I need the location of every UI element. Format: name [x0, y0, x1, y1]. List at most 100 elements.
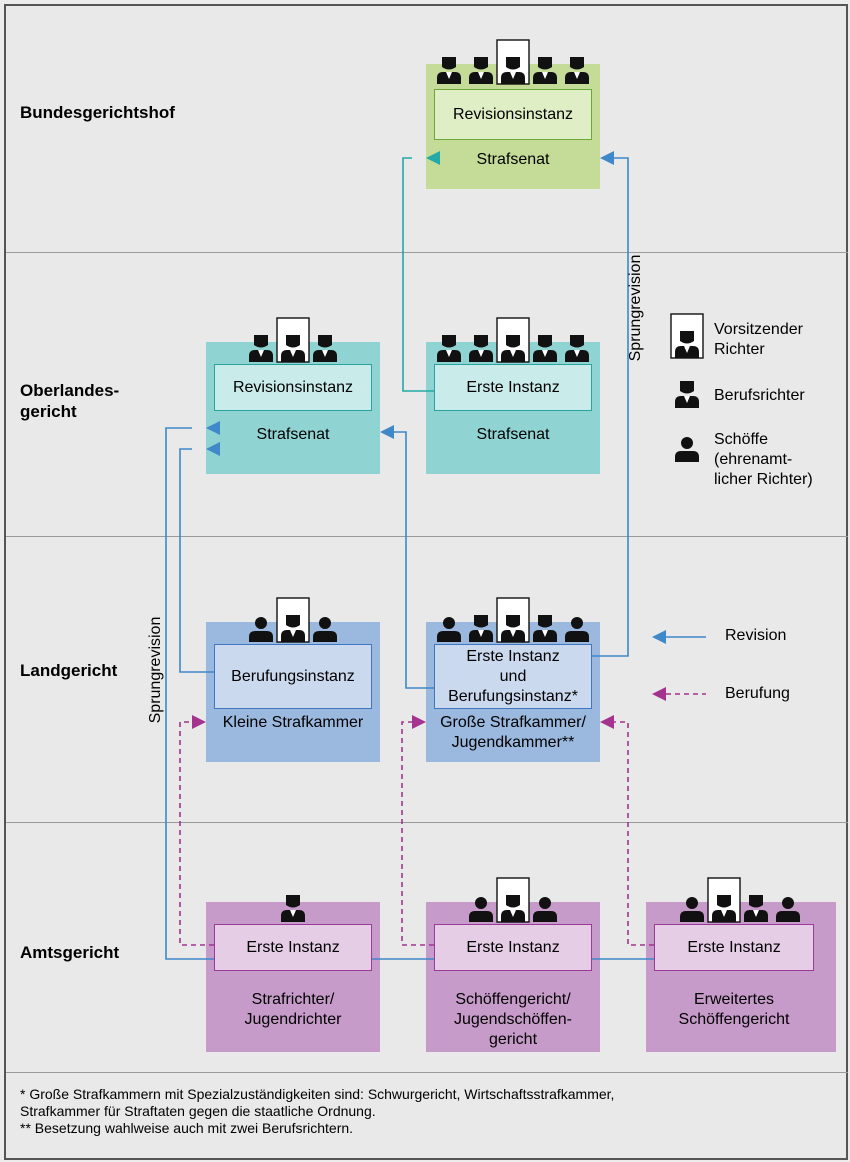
- lg-kleine-judge-icon-3: [313, 617, 337, 642]
- berufung-ag-erweitert-to-lg-grosse: [614, 721, 654, 946]
- legend-revision-arrowhead: [652, 630, 666, 644]
- bgh-judge-icon-3: [496, 39, 530, 85]
- legend-revision: Revision: [725, 627, 787, 644]
- legend-schoeffe-3: licher Richter): [714, 471, 813, 488]
- olg-revision-judge-icon-2: [276, 317, 310, 363]
- lg-grosse-strafkammer-box: Erste Instanz und Berufungsinstanz* Groß…: [426, 622, 600, 762]
- ag-strafrichter-erste-instanz: Erste Instanz: [214, 924, 372, 971]
- legend-berufsrichter: Berufsrichter: [714, 387, 805, 404]
- bgh-strafsenat-box: Revisionsinstanz Strafsenat: [426, 64, 600, 189]
- olg-erste-judge-icon-1: [437, 335, 461, 362]
- divider-bgh-olg: [6, 252, 848, 253]
- bgh-judge-icon-2: [469, 57, 493, 84]
- ag-erweitertes-schoeffengericht-box: Erste Instanz Erweitertes Schöffengerich…: [646, 902, 836, 1052]
- legend-berufsrichter-icon: [675, 381, 699, 408]
- lg-grosse-judge-icon-2: [469, 615, 493, 642]
- lg-grosse-inner-line-2: und: [499, 667, 527, 685]
- footnote-1-line-1: * Große Strafkammern mit Spezialzuständi…: [20, 1086, 615, 1102]
- olg-erste-judge-icon-4: [533, 335, 557, 362]
- ag-schoeffen-judge-icon-2: [496, 877, 530, 923]
- lg-grosse-judge-icon-3: [496, 597, 530, 643]
- bgh-judge-icon-4: [533, 57, 557, 84]
- arrowhead-berufung-straf: [192, 715, 206, 729]
- ag-erweitert-judge-icon-3: [744, 895, 768, 922]
- ag-straf-judge-icon-1: [281, 895, 305, 922]
- legend-schoeffe-1: Schöffe: [714, 431, 768, 448]
- connector-sprungrevision-right: [592, 157, 629, 657]
- legend-schoeffe-2: (ehrenamt-: [714, 451, 793, 468]
- ag-schoeffengericht-box: Erste Instanz Schöffengericht/ Jugendsch…: [426, 902, 600, 1052]
- sprungrevision-label-right: Sprungrevision: [627, 254, 644, 362]
- arrowhead-berufung-erweitert: [600, 715, 614, 729]
- bgh-strafsenat-label: Strafsenat: [476, 151, 550, 168]
- lg-grosse-inner-line-3: Berufungsinstanz*: [448, 687, 578, 705]
- lg-kleine-judge-icon-1: [249, 617, 273, 642]
- lg-kleine-strafkammer-box: Berufungsinstanz Kleine Strafkammer: [206, 622, 380, 762]
- arrowhead-lg-kleine-to-olg: [206, 442, 220, 456]
- olg-erste-judge-icon-5: [565, 335, 589, 362]
- ag-strafrichter-label-1: Strafrichter/: [251, 991, 335, 1008]
- ag-strafrichter-box: Erste Instanz Strafrichter/ Jugendrichte…: [206, 902, 380, 1052]
- ag-erweitert-judge-icon-1: [680, 897, 704, 922]
- ag-erweitert-label-2: Schöffengericht: [678, 1011, 790, 1028]
- level-landgericht: Landgericht: [20, 661, 118, 680]
- olg-erste-instanz: Erste Instanz: [434, 364, 592, 411]
- ag-erweitert-judge-icon-4: [776, 897, 800, 922]
- lg-grosse-judge-icon-5: [565, 617, 589, 642]
- olg-revisionsinstanz: Revisionsinstanz: [214, 364, 372, 411]
- legend-vorsitzender-2: Richter: [714, 341, 765, 358]
- lg-grosse-inner-line-1: Erste Instanz: [466, 647, 560, 665]
- ag-strafrichter-label-2: Jugendrichter: [244, 1011, 342, 1028]
- legend-berufung: Berufung: [725, 685, 790, 702]
- lg-erste-und-berufungsinstanz: Erste Instanz und Berufungsinstanz*: [434, 644, 592, 709]
- legend-schoeffe-icon: [675, 437, 699, 462]
- olg-revision-judge-icon-3: [313, 335, 337, 362]
- ag-erweitert-label-1: Erweitertes: [693, 991, 775, 1008]
- bgh-revisionsinstanz: Revisionsinstanz: [434, 89, 592, 140]
- lg-grosse-label-1: Große Strafkammer/: [440, 714, 586, 731]
- lg-grosse-label-2: Jugendkammer**: [451, 734, 575, 751]
- footnote-2: ** Besetzung wahlweise auch mit zwei Ber…: [20, 1120, 354, 1136]
- level-oberlandesgericht-2: gericht: [20, 402, 77, 421]
- ag-erweitertes-erste-instanz: Erste Instanz: [654, 924, 814, 971]
- connector-lg-kleine-to-olg: [179, 448, 214, 673]
- lg-grosse-judge-icon-4: [533, 615, 557, 642]
- divider-olg-lg: [6, 536, 848, 537]
- lg-grosse-judge-icon-1: [437, 617, 461, 642]
- olg-erste-judge-icon-3: [496, 317, 530, 363]
- level-oberlandesgericht-1: Oberlandes-: [20, 381, 120, 400]
- lg-kleine-judge-icon-2: [276, 597, 310, 643]
- connector-olg-erste-to-bgh: [402, 157, 434, 392]
- divider-ag-footnotes: [6, 1072, 848, 1073]
- legend-berufung-arrowhead: [652, 687, 666, 701]
- ag-schoeffen-label-1: Schöffengericht/: [455, 991, 571, 1008]
- footnote-1-line-2: Strafkammer für Straftaten gegen die sta…: [20, 1103, 376, 1119]
- olg-revision-judge-icon-1: [249, 335, 273, 362]
- ag-schoeffen-label-3: gericht: [488, 1031, 538, 1048]
- arrowhead-sprungrevision-right: [600, 151, 614, 165]
- ag-schoeffengericht-erste-instanz: Erste Instanz: [434, 924, 592, 971]
- berufung-ag-schoeffen-to-lg-grosse: [401, 721, 434, 946]
- berufung-ag-straf-to-lg-kleine: [179, 721, 214, 946]
- lg-kleine-strafkammer-label: Kleine Strafkammer: [222, 714, 364, 731]
- olg-revision-strafsenat-label: Strafsenat: [256, 426, 330, 443]
- arrowhead-sprungrevision-left: [206, 421, 220, 435]
- olg-erste-strafsenat-box: Erste Instanz Strafsenat: [426, 342, 600, 474]
- ag-schoeffen-judge-icon-1: [469, 897, 493, 922]
- divider-lg-ag: [6, 822, 848, 823]
- arrowhead-lg-grosse-to-olg: [380, 425, 394, 439]
- connector-sprungrevision-left: [165, 427, 214, 960]
- arrowhead-berufung-schoeffen: [412, 715, 426, 729]
- bgh-judge-icon-5: [565, 57, 589, 84]
- legend-vorsitzender-icon: [670, 313, 704, 359]
- bgh-judge-icon-1: [437, 57, 461, 84]
- ag-schoeffen-judge-icon-3: [533, 897, 557, 922]
- olg-erste-judge-icon-2: [469, 335, 493, 362]
- olg-revision-strafsenat-box: Revisionsinstanz Strafsenat: [206, 342, 380, 474]
- sprungrevision-label-left: Sprungrevision: [147, 616, 164, 724]
- ag-erweitert-judge-icon-2: [707, 877, 741, 923]
- ag-schoeffen-label-2: Jugendschöffen-: [453, 1011, 572, 1028]
- level-amtsgericht: Amtsgericht: [20, 943, 120, 962]
- legend-vorsitzender-1: Vorsitzender: [714, 321, 803, 338]
